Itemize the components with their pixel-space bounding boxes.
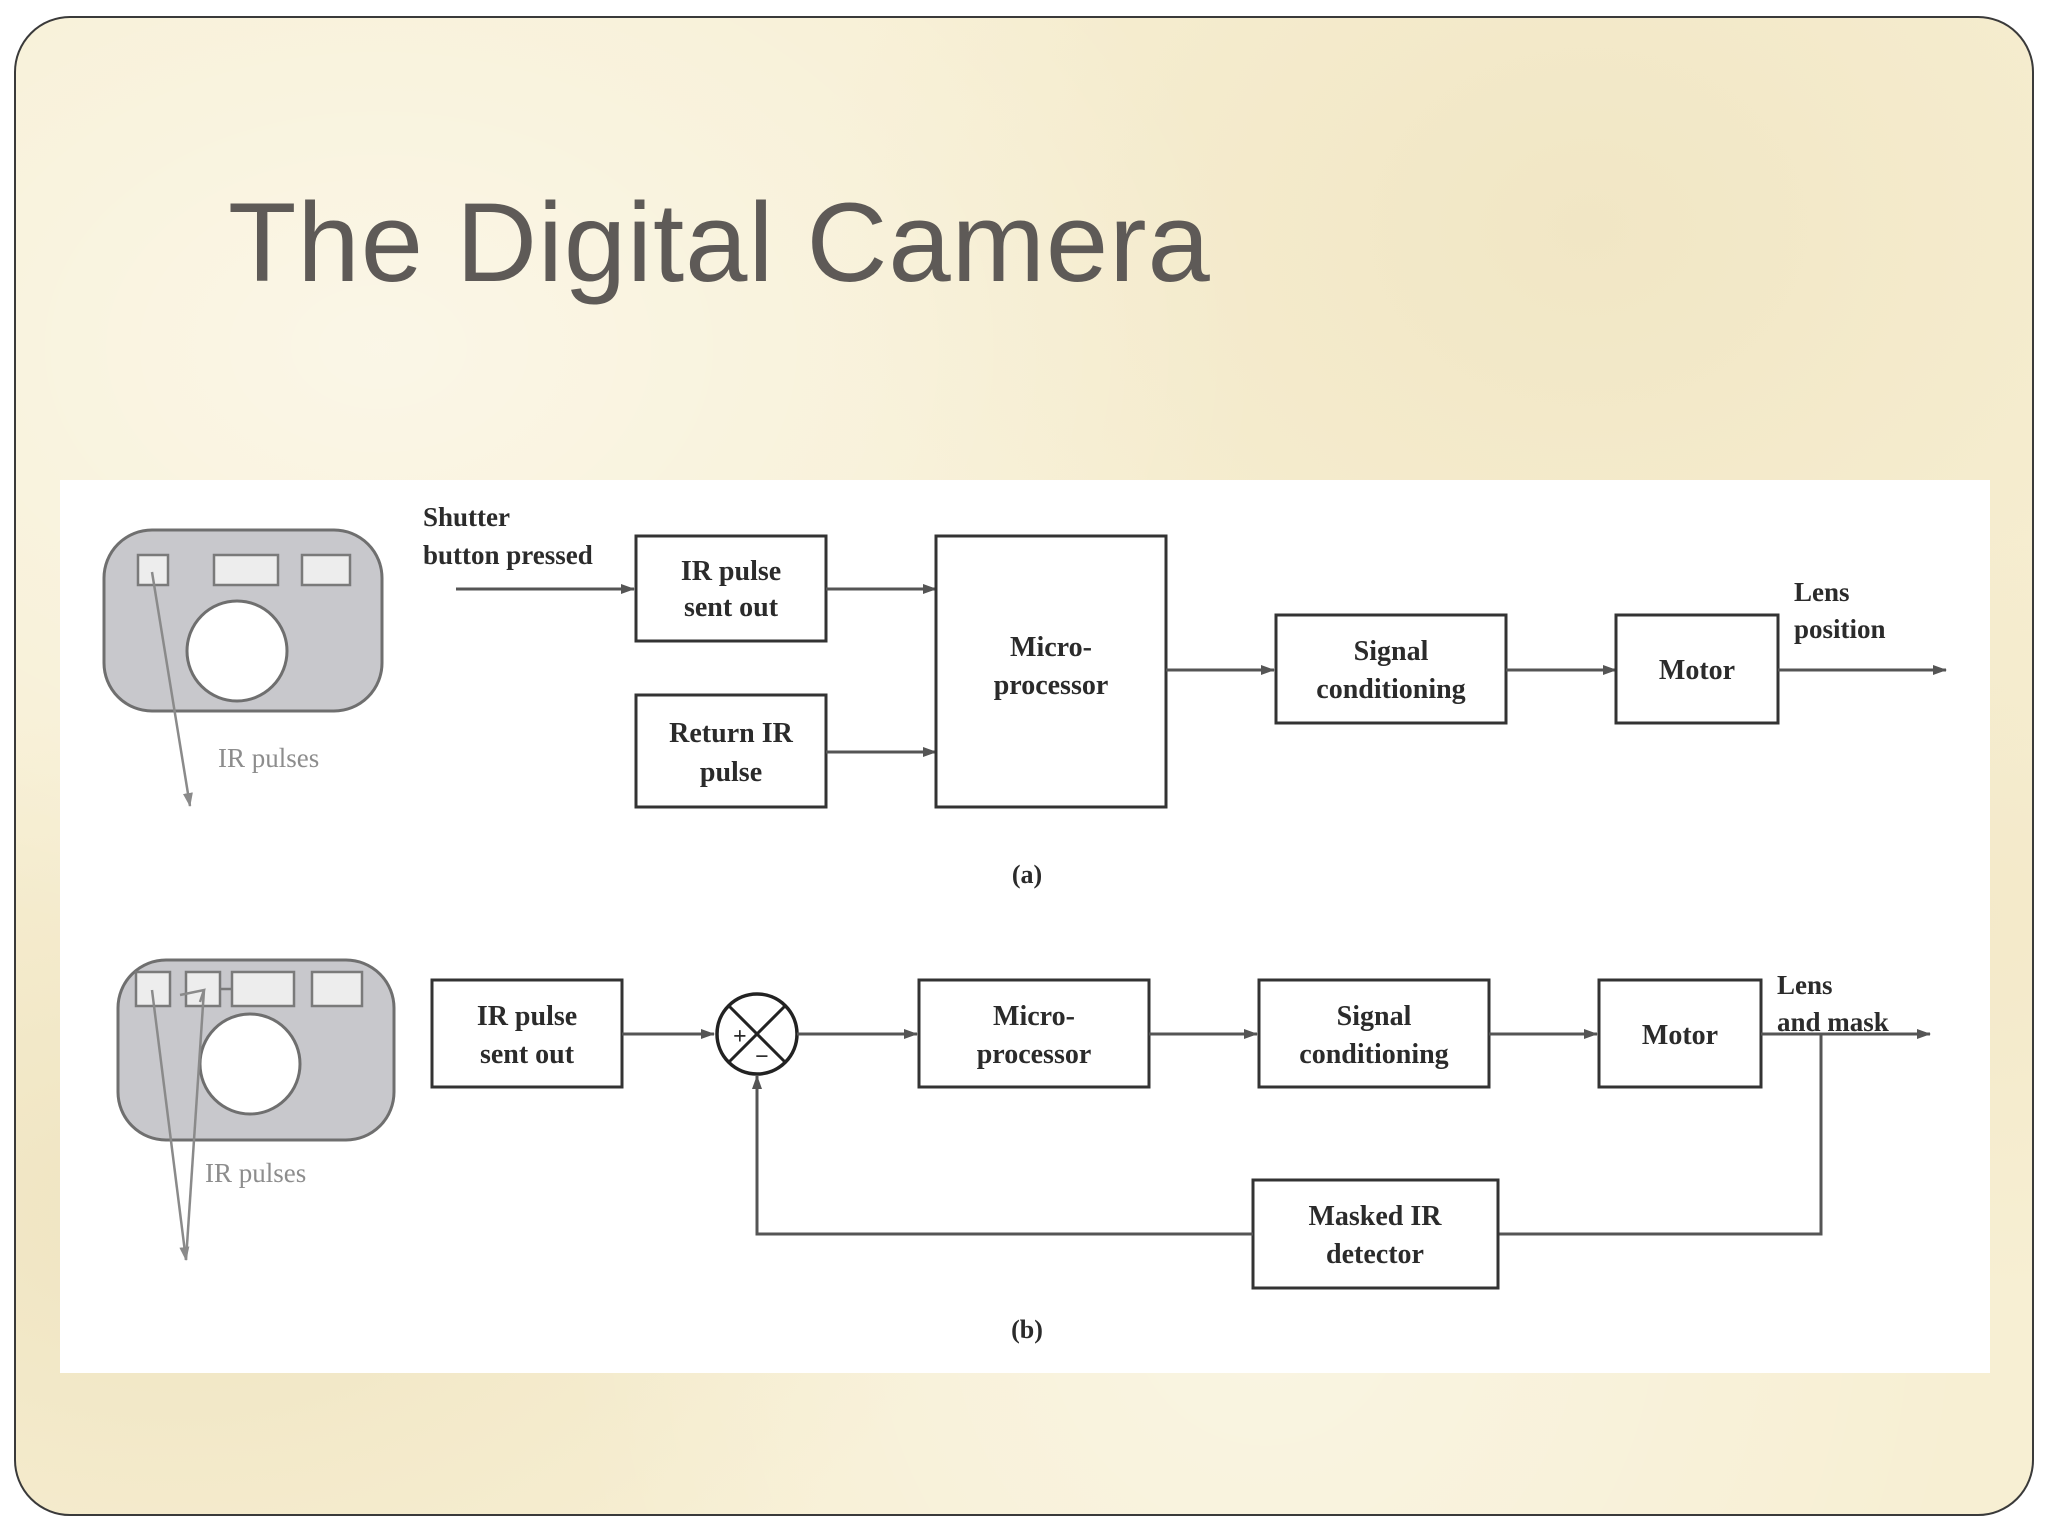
block-diagram-figure: IR pulses Shutter button pressed IR puls… [60,480,1990,1373]
detector-line1: Masked IR [1308,1201,1442,1232]
slide: The Digital Camera [14,16,2034,1516]
return-ir-line2: pulse [700,757,762,788]
shutter-label-line2: button pressed [423,540,593,570]
output-a-line2: position [1794,614,1886,644]
motor-box-b: Motor [1597,978,1763,1089]
diagram-a: IR pulses Shutter button pressed IR puls… [102,502,1947,889]
feedback-wire-left [752,1075,1253,1236]
ir-pulse-b-line1: IR pulse [477,1001,577,1032]
signal-conditioning-box-b: Signal conditioning [1257,978,1491,1089]
ir-pulse-a-line2: sent out [684,592,779,623]
camera-icon-b: IR pulses [116,958,396,1261]
masked-ir-detector-box: Masked IR detector [1251,1178,1500,1290]
signal-b-line2: conditioning [1299,1039,1448,1070]
summer-minus: − [755,1044,769,1070]
micro-b-line1: Micro- [993,1001,1075,1032]
summing-junction: + − [715,992,799,1076]
return-ir-line1: Return IR [669,718,793,749]
caption-b: (b) [1011,1315,1043,1344]
micro-a-line2: processor [994,670,1109,701]
signal-a-line2: conditioning [1316,674,1465,705]
shutter-label-line1: Shutter [423,502,510,532]
motor-a-label: Motor [1659,655,1735,686]
diagram-b: IR pulses IR pulse sent out + − [116,958,1931,1344]
motor-box-a: Motor [1614,613,1780,725]
output-a-line1: Lens [1794,577,1850,607]
microprocessor-box-b: Micro- processor [917,978,1151,1089]
camera-icon-a: IR pulses [102,528,384,807]
feedback-wire-right [1498,1034,1823,1236]
micro-a-line1: Micro- [1010,632,1092,663]
ir-pulse-box-a: IR pulse sent out [634,534,828,643]
motor-b-label: Motor [1642,1020,1718,1051]
signal-conditioning-box-a: Signal conditioning [1274,613,1508,725]
output-b-line2: and mask [1777,1007,1889,1037]
ir-pulse-b-line2: sent out [480,1039,575,1070]
caption-a: (a) [1012,860,1042,889]
signal-b-line1: Signal [1337,1001,1412,1032]
return-ir-box: Return IR pulse [634,693,828,809]
microprocessor-box-a: Micro- processor [934,534,1168,809]
output-b-line1: Lens [1777,970,1833,1000]
signal-a-line1: Signal [1354,636,1429,667]
slide-title: The Digital Camera [228,180,1211,305]
camera-a-label: IR pulses [218,743,319,773]
camera-b-label: IR pulses [205,1158,306,1188]
ir-pulse-a-line1: IR pulse [681,556,781,587]
summer-plus: + [733,1024,747,1050]
ir-pulse-box-b: IR pulse sent out [430,978,624,1089]
detector-line2: detector [1326,1239,1424,1270]
micro-b-line2: processor [977,1039,1092,1070]
